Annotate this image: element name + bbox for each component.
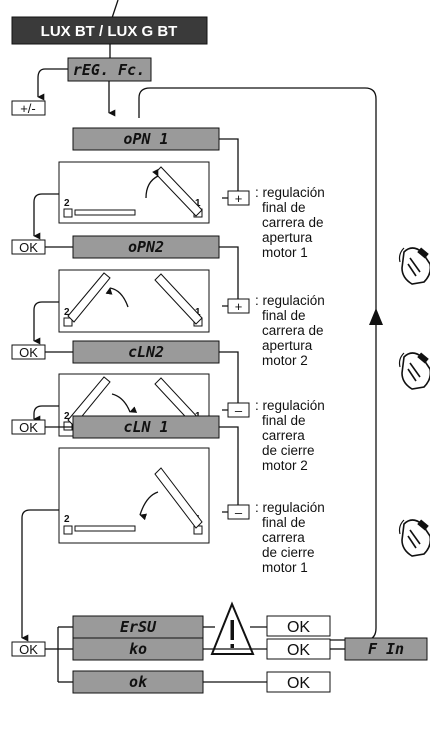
ok-button-2-label: OK <box>19 345 38 360</box>
desc-1-line-5: motor 1 <box>262 245 308 260</box>
ok-button-ko-label: OK <box>287 642 310 659</box>
desc-1-line-4: apertura <box>262 230 313 245</box>
ok-display-label: ok <box>129 673 148 691</box>
desc-4: : regulación final de carrera de cierre … <box>255 500 325 575</box>
ok-button-ersu-label: OK <box>287 619 310 636</box>
plus-button-1-label: + <box>235 191 243 206</box>
header-title: LUX BT / LUX G BT <box>41 23 178 40</box>
ok-button-final[interactable] <box>266 671 331 693</box>
desc-1: : regulación final de carrera de apertur… <box>255 185 325 260</box>
desc-2-line-5: motor 2 <box>262 353 308 368</box>
desc-4-line-4: de cierre <box>262 545 315 560</box>
plus-button-2[interactable] <box>227 298 250 314</box>
cln1-bracket <box>219 426 239 513</box>
hand-remote-icon <box>398 247 430 285</box>
minus-button-2[interactable] <box>227 504 250 520</box>
gate-panel-4: 2 1 <box>58 447 210 544</box>
hand-remote-icon <box>398 352 430 390</box>
desc-2-line-1: : regulación <box>255 293 325 308</box>
desc-2-line-2: final de <box>262 308 306 323</box>
desc-3-line-4: de cierre <box>262 443 315 458</box>
reg-fc-label: rEG. Fc. <box>73 61 145 79</box>
ersu-label: ErSU <box>120 618 157 636</box>
opn2-bracket <box>219 246 239 307</box>
gate-2-motor-2-label: 2 <box>64 307 70 318</box>
hand-remote-icon <box>398 519 430 557</box>
cln2-to-ok-arrow <box>33 405 59 423</box>
plus-minus-label: +/- <box>20 101 36 116</box>
plus-button-2-label: + <box>235 299 243 314</box>
desc-3-line-2: final de <box>262 413 306 428</box>
minus-button-2-label: – <box>235 505 243 520</box>
gate-4-motor-2-label: 2 <box>64 514 70 525</box>
ok-button-final-label: OK <box>287 675 310 692</box>
minus-button-1-label: – <box>235 403 243 418</box>
gate-panel-1: 2 1 <box>58 161 210 224</box>
gate-1-motor-2-label: 2 <box>64 198 70 209</box>
warning-triangle-icon <box>210 601 255 655</box>
header-box <box>11 16 208 45</box>
desc-3: : regulación final de carrera de cierre … <box>255 398 325 473</box>
opn1-label: oPN 1 <box>123 130 168 148</box>
gate-panel-2: 2 1 <box>58 269 210 333</box>
return-loop-line <box>138 87 377 641</box>
desc-3-line-1: : regulación <box>255 398 325 413</box>
minus-button-1[interactable] <box>227 402 250 418</box>
plus-minus-box <box>11 100 46 116</box>
desc-1-line-2: final de <box>262 200 306 215</box>
desc-1-line-1: : regulación <box>255 185 325 200</box>
cln2-bracket <box>219 351 239 411</box>
opn1-to-ok-arrow <box>33 193 59 240</box>
header-connector <box>111 0 119 19</box>
gate-2-motor-1-label: 1 <box>195 307 201 318</box>
cln1-to-ok-arrow <box>21 509 59 642</box>
ok-button-1-label: OK <box>19 240 38 255</box>
desc-4-line-2: final de <box>262 515 306 530</box>
opn2-label: oPN2 <box>128 238 164 256</box>
ok-button-3-label: OK <box>19 420 38 435</box>
opn2-to-ok-arrow <box>33 301 59 345</box>
desc-2-line-3: carrera de <box>262 323 324 338</box>
desc-4-line-3: carrera <box>262 530 305 545</box>
ko-label: ko <box>129 640 147 658</box>
desc-3-line-5: motor 2 <box>262 458 308 473</box>
desc-2: : regulación final de carrera de apertur… <box>255 293 325 368</box>
gate-3-motor-2-label: 2 <box>64 411 70 422</box>
plus-button-1[interactable] <box>227 190 250 206</box>
fin-display <box>344 637 428 661</box>
cln2-label: cLN2 <box>128 343 164 361</box>
ok-button-ersu[interactable] <box>266 615 331 637</box>
desc-4-line-5: motor 1 <box>262 560 308 575</box>
desc-4-line-1: : regulación <box>255 500 325 515</box>
fin-label: F In <box>368 640 404 658</box>
cln1-label: cLN 1 <box>123 418 168 436</box>
to-plusminus-arrow <box>37 68 68 101</box>
opn1-bracket <box>219 138 239 199</box>
loop-up-arrow-icon <box>369 308 383 325</box>
desc-3-line-3: carrera <box>262 428 305 443</box>
gate-1-motor-1-label: 1 <box>195 198 201 209</box>
desc-1-line-3: carrera de <box>262 215 324 230</box>
desc-2-line-4: apertura <box>262 338 313 353</box>
ok-button-4-label: OK <box>19 642 38 657</box>
